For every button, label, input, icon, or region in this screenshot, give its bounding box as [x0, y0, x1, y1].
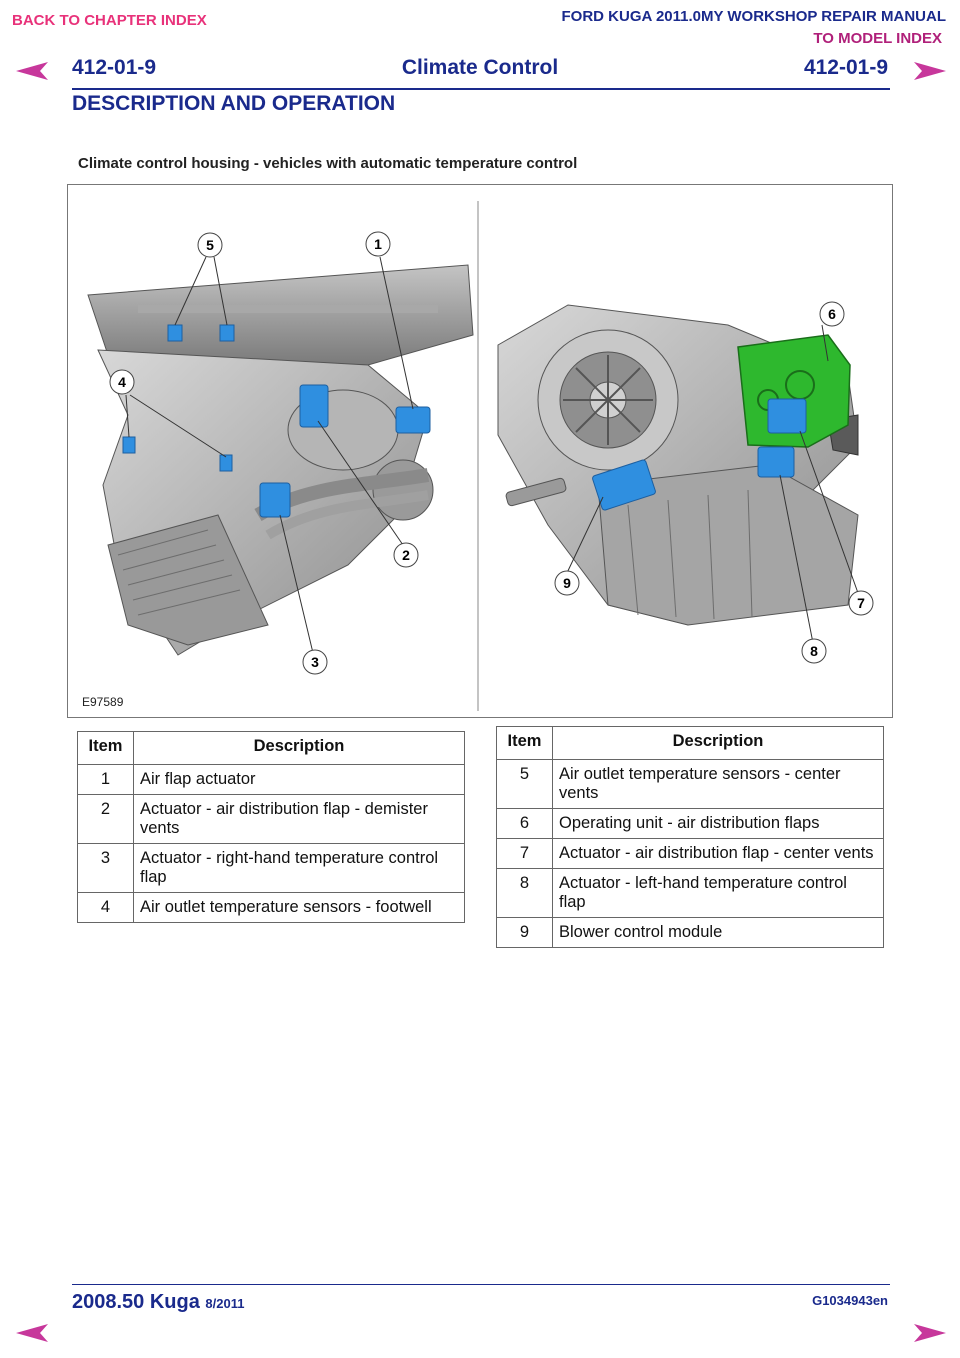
climate-housing-illustration: 5 1 6 4 2 9 7 3 8 [67, 184, 893, 718]
illustration-svg: 5 1 6 4 2 9 7 3 8 [87, 201, 874, 711]
to-model-index-link[interactable]: TO MODEL INDEX [813, 30, 942, 47]
svg-text:5: 5 [206, 237, 214, 253]
callout-4: 4 [109, 369, 135, 395]
actuator-2 [299, 384, 329, 428]
callout-2: 2 [393, 542, 419, 568]
item-number: 1 [77, 764, 134, 795]
callout-5: 5 [197, 232, 223, 258]
sensor-5b [219, 324, 235, 342]
callout-6: 6 [819, 301, 845, 327]
item-description: Air outlet temperature sensors - center … [552, 759, 884, 809]
item-header: Item [77, 731, 134, 765]
callout-3: 3 [302, 649, 328, 675]
manual-title: FORD KUGA 2011.0MY WORKSHOP REPAIR MANUA… [561, 8, 947, 25]
page-number-right: 412-01-9 [803, 56, 888, 79]
table-header-row: Item Description [77, 731, 465, 765]
arrow-right-icon[interactable] [912, 60, 948, 82]
arrow-right-icon[interactable] [912, 1322, 948, 1344]
figure-caption: Climate control housing - vehicles with … [78, 155, 578, 172]
item-number: 3 [77, 843, 134, 893]
actuator-1 [395, 406, 431, 434]
item-number: 4 [77, 892, 134, 923]
item-description: Actuator - left-hand temperature control… [552, 868, 884, 918]
footer-code: G1034943en [812, 1293, 888, 1308]
leader-lines [125, 256, 859, 654]
svg-text:2: 2 [402, 547, 410, 563]
item-description: Blower control module [552, 917, 884, 948]
page-number-left: 412-01-9 [72, 56, 157, 79]
footer-model-name: 2008.50 Kuga [72, 1291, 200, 1313]
item-number: 9 [496, 917, 553, 948]
svg-text:9: 9 [563, 575, 571, 591]
arrow-left-icon[interactable] [14, 1322, 50, 1344]
header-rule [72, 88, 890, 90]
actuator-7 [767, 398, 807, 434]
description-header: Description [133, 731, 465, 765]
svg-text:3: 3 [311, 654, 319, 670]
item-description: Actuator - air distribution flap - demis… [133, 794, 465, 844]
left-housing [87, 264, 474, 656]
item-number: 7 [496, 838, 553, 869]
item-number: 5 [496, 759, 553, 809]
item-description: Operating unit - air distribution flaps [552, 808, 884, 839]
back-to-chapter-index-link[interactable]: BACK TO CHAPTER INDEX [12, 12, 207, 29]
svg-text:6: 6 [828, 306, 836, 322]
description-header: Description [552, 726, 884, 760]
sensor-4a [122, 436, 136, 454]
item-description: Actuator - air distribution flap - cente… [552, 838, 884, 869]
callout-7: 7 [848, 590, 874, 616]
sensor-5a [167, 324, 183, 342]
item-number: 8 [496, 868, 553, 918]
svg-text:7: 7 [857, 595, 865, 611]
item-description: Actuator - right-hand temperature contro… [133, 843, 465, 893]
section-title: DESCRIPTION AND OPERATION [72, 92, 396, 115]
table-header-row: Item Description [496, 726, 884, 760]
figure-id: E97589 [82, 695, 124, 709]
svg-text:4: 4 [118, 374, 126, 390]
chapter-title: Climate Control [401, 56, 559, 79]
item-header: Item [496, 726, 553, 760]
svg-text:1: 1 [374, 236, 382, 252]
item-number: 6 [496, 808, 553, 839]
item-description: Air outlet temperature sensors - footwel… [133, 892, 465, 923]
actuator-8 [757, 446, 795, 478]
svg-text:8: 8 [810, 643, 818, 659]
blower-module-9 [592, 459, 656, 511]
item-description: Air flap actuator [133, 764, 465, 795]
footer-date: 8/2011 [205, 1296, 245, 1311]
item-number: 2 [77, 794, 134, 844]
footer-model: 2008.50 Kuga 8/2011 [72, 1291, 244, 1314]
sensor-4b [219, 454, 233, 472]
callout-1: 1 [365, 231, 391, 257]
callout-8: 8 [801, 638, 827, 664]
operating-unit-6 [737, 334, 851, 448]
callouts: 5 1 6 4 2 9 7 3 8 [109, 231, 874, 675]
footer-rule [72, 1284, 890, 1285]
callout-9: 9 [554, 570, 580, 596]
actuator-3 [259, 482, 291, 518]
arrow-left-icon[interactable] [14, 60, 50, 82]
